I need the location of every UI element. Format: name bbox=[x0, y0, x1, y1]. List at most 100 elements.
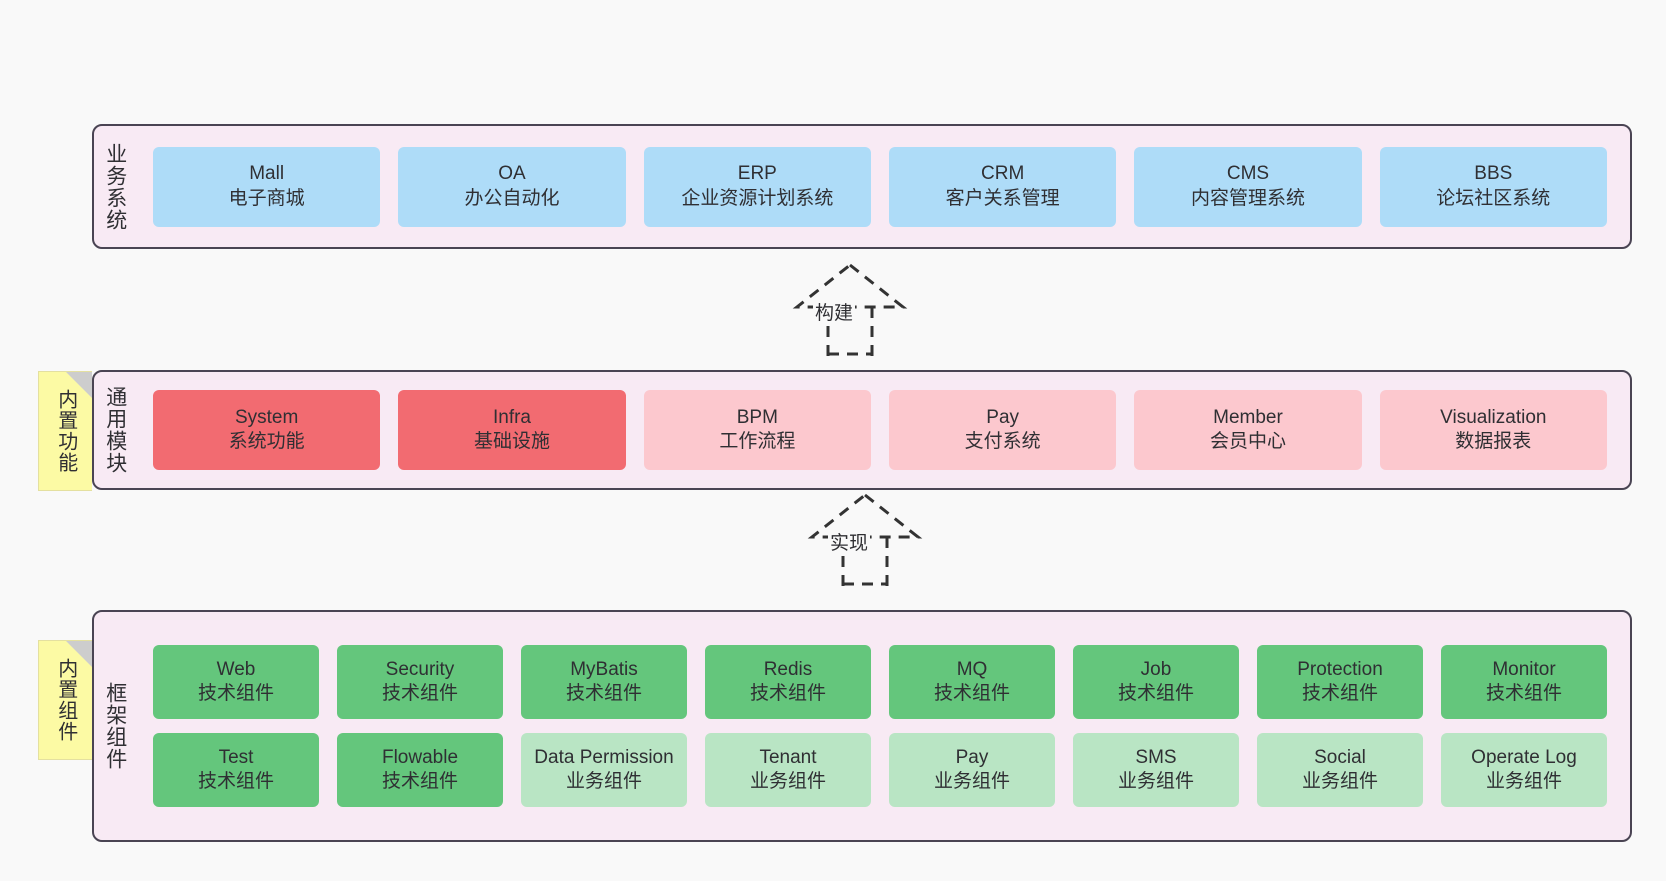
node-sms-cn: 业务组件 bbox=[1117, 771, 1194, 792]
node-protection-cn: 技术组件 bbox=[1301, 683, 1378, 704]
layer-body-common-modules: System 系统功能 Infra 基础设施 BPM 工作流程 Pay 支付系统… bbox=[136, 372, 1630, 488]
node-redis[interactable]: Redis 技术组件 bbox=[705, 645, 871, 719]
layer-title-framework-components: 框架组件 bbox=[103, 682, 127, 770]
node-mq-en: MQ bbox=[956, 658, 988, 680]
node-web-cn: 技术组件 bbox=[197, 683, 274, 704]
node-cms-en: CMS bbox=[1226, 163, 1270, 185]
node-monitor-en: Monitor bbox=[1492, 658, 1556, 680]
node-operate-log-cn: 业务组件 bbox=[1485, 771, 1562, 792]
node-infra-cn: 基础设施 bbox=[473, 431, 550, 452]
node-operate-log-en: Operate Log bbox=[1471, 746, 1577, 768]
node-operate-log[interactable]: Operate Log 业务组件 bbox=[1441, 733, 1607, 807]
node-redis-cn: 技术组件 bbox=[749, 683, 826, 704]
node-bbs[interactable]: BBS 论坛社区系统 bbox=[1379, 146, 1607, 227]
node-sms-en: SMS bbox=[1135, 746, 1177, 768]
node-erp-cn: 企业资源计划系统 bbox=[681, 187, 834, 209]
connector-implement: 实现 bbox=[770, 490, 960, 586]
node-member[interactable]: Member 会员中心 bbox=[1134, 390, 1362, 470]
node-pay-module-en: Pay bbox=[986, 406, 1020, 428]
node-pay-component[interactable]: Pay 业务组件 bbox=[889, 733, 1055, 807]
layer-framework-components: 框架组件 Web 技术组件 Security 技术组件 MyBatis 技术组件… bbox=[92, 610, 1632, 842]
node-bbs-cn: 论坛社区系统 bbox=[1436, 187, 1551, 209]
node-flowable-cn: 技术组件 bbox=[381, 771, 458, 792]
node-data-permission-en: Data Permission bbox=[534, 746, 674, 768]
node-bpm-en: BPM bbox=[736, 406, 778, 428]
node-oa[interactable]: OA 办公自动化 bbox=[398, 146, 626, 227]
layer-body-business-systems: Mall 电子商城 OA 办公自动化 ERP 企业资源计划系统 CRM 客户关系… bbox=[136, 126, 1630, 247]
node-mall-en: Mall bbox=[249, 163, 285, 185]
node-protection[interactable]: Protection 技术组件 bbox=[1257, 645, 1423, 719]
node-member-en: Member bbox=[1213, 406, 1283, 428]
node-crm-en: CRM bbox=[981, 163, 1025, 185]
node-flowable[interactable]: Flowable 技术组件 bbox=[337, 733, 503, 807]
layer-title-common-modules: 通用模块 bbox=[103, 386, 127, 474]
node-bbs-en: BBS bbox=[1474, 163, 1513, 185]
note-builtin-features-label: 内置功能 bbox=[54, 389, 77, 473]
node-web-en: Web bbox=[216, 658, 256, 680]
node-bpm[interactable]: BPM 工作流程 bbox=[643, 390, 871, 470]
node-pay-module[interactable]: Pay 支付系统 bbox=[888, 390, 1117, 470]
node-redis-en: Redis bbox=[763, 658, 813, 680]
layer-common-modules: 通用模块 System 系统功能 Infra 基础设施 BPM 工作流程 Pay… bbox=[92, 370, 1632, 490]
node-social-cn: 业务组件 bbox=[1301, 771, 1378, 792]
node-mybatis[interactable]: MyBatis 技术组件 bbox=[521, 645, 687, 719]
node-monitor-cn: 技术组件 bbox=[1485, 683, 1562, 704]
node-oa-cn: 办公自动化 bbox=[464, 187, 560, 209]
note-builtin-features: 内置功能 bbox=[38, 371, 92, 491]
layer-body-framework-components: Web 技术组件 Security 技术组件 MyBatis 技术组件 Redi… bbox=[136, 612, 1630, 840]
node-security[interactable]: Security 技术组件 bbox=[337, 645, 503, 719]
node-erp-en: ERP bbox=[737, 163, 777, 185]
node-test[interactable]: Test 技术组件 bbox=[153, 733, 319, 807]
node-mall-cn: 电子商城 bbox=[228, 187, 305, 209]
node-tenant[interactable]: Tenant 业务组件 bbox=[705, 733, 871, 807]
node-protection-en: Protection bbox=[1297, 658, 1383, 680]
note-fold-corner-icon bbox=[66, 641, 92, 667]
node-crm[interactable]: CRM 客户关系管理 bbox=[888, 146, 1117, 227]
node-sms[interactable]: SMS 业务组件 bbox=[1073, 733, 1239, 807]
node-oa-en: OA bbox=[498, 163, 526, 185]
node-visualization-cn: 数据报表 bbox=[1455, 431, 1532, 452]
node-job-en: Job bbox=[1140, 658, 1172, 680]
node-pay-component-cn: 业务组件 bbox=[933, 771, 1010, 792]
node-test-en: Test bbox=[218, 746, 254, 768]
framework-row-business: Test 技术组件 Flowable 技术组件 Data Permission … bbox=[144, 733, 1616, 807]
node-test-cn: 技术组件 bbox=[197, 771, 274, 792]
connector-build: 构建 bbox=[755, 260, 945, 356]
layer-title-business-systems: 业务系统 bbox=[103, 142, 127, 231]
node-cms[interactable]: CMS 内容管理系统 bbox=[1134, 146, 1362, 227]
node-pay-module-cn: 支付系统 bbox=[964, 431, 1041, 452]
node-mq-cn: 技术组件 bbox=[933, 683, 1010, 704]
note-fold-corner-icon bbox=[66, 372, 92, 398]
node-system-en: System bbox=[234, 406, 299, 428]
node-social[interactable]: Social 业务组件 bbox=[1257, 733, 1423, 807]
node-cms-cn: 内容管理系统 bbox=[1190, 187, 1305, 209]
node-security-cn: 技术组件 bbox=[381, 683, 458, 704]
node-crm-cn: 客户关系管理 bbox=[945, 187, 1060, 209]
node-tenant-en: Tenant bbox=[759, 746, 817, 768]
node-erp[interactable]: ERP 企业资源计划系统 bbox=[643, 146, 871, 227]
node-mybatis-cn: 技术组件 bbox=[565, 683, 642, 704]
node-monitor[interactable]: Monitor 技术组件 bbox=[1441, 645, 1607, 719]
node-tenant-cn: 业务组件 bbox=[749, 771, 826, 792]
framework-row-technical: Web 技术组件 Security 技术组件 MyBatis 技术组件 Redi… bbox=[144, 645, 1616, 719]
node-job[interactable]: Job 技术组件 bbox=[1073, 645, 1239, 719]
node-pay-component-en: Pay bbox=[955, 746, 989, 768]
note-builtin-components: 内置组件 bbox=[38, 640, 92, 760]
node-visualization-en: Visualization bbox=[1440, 406, 1547, 428]
node-job-cn: 技术组件 bbox=[1117, 683, 1194, 704]
connector-build-label: 构建 bbox=[813, 298, 856, 325]
node-system[interactable]: System 系统功能 bbox=[153, 390, 381, 470]
connector-implement-label: 实现 bbox=[828, 528, 871, 555]
node-visualization[interactable]: Visualization 数据报表 bbox=[1379, 390, 1607, 470]
node-web[interactable]: Web 技术组件 bbox=[153, 645, 319, 719]
node-system-cn: 系统功能 bbox=[228, 431, 305, 452]
node-member-cn: 会员中心 bbox=[1209, 431, 1286, 452]
node-bpm-cn: 工作流程 bbox=[719, 431, 796, 452]
node-infra[interactable]: Infra 基础设施 bbox=[398, 390, 626, 470]
node-mybatis-en: MyBatis bbox=[570, 658, 638, 680]
node-mall[interactable]: Mall 电子商城 bbox=[153, 146, 381, 227]
node-infra-en: Infra bbox=[492, 406, 531, 428]
node-data-permission[interactable]: Data Permission 业务组件 bbox=[521, 733, 687, 807]
node-mq[interactable]: MQ 技术组件 bbox=[889, 645, 1055, 719]
